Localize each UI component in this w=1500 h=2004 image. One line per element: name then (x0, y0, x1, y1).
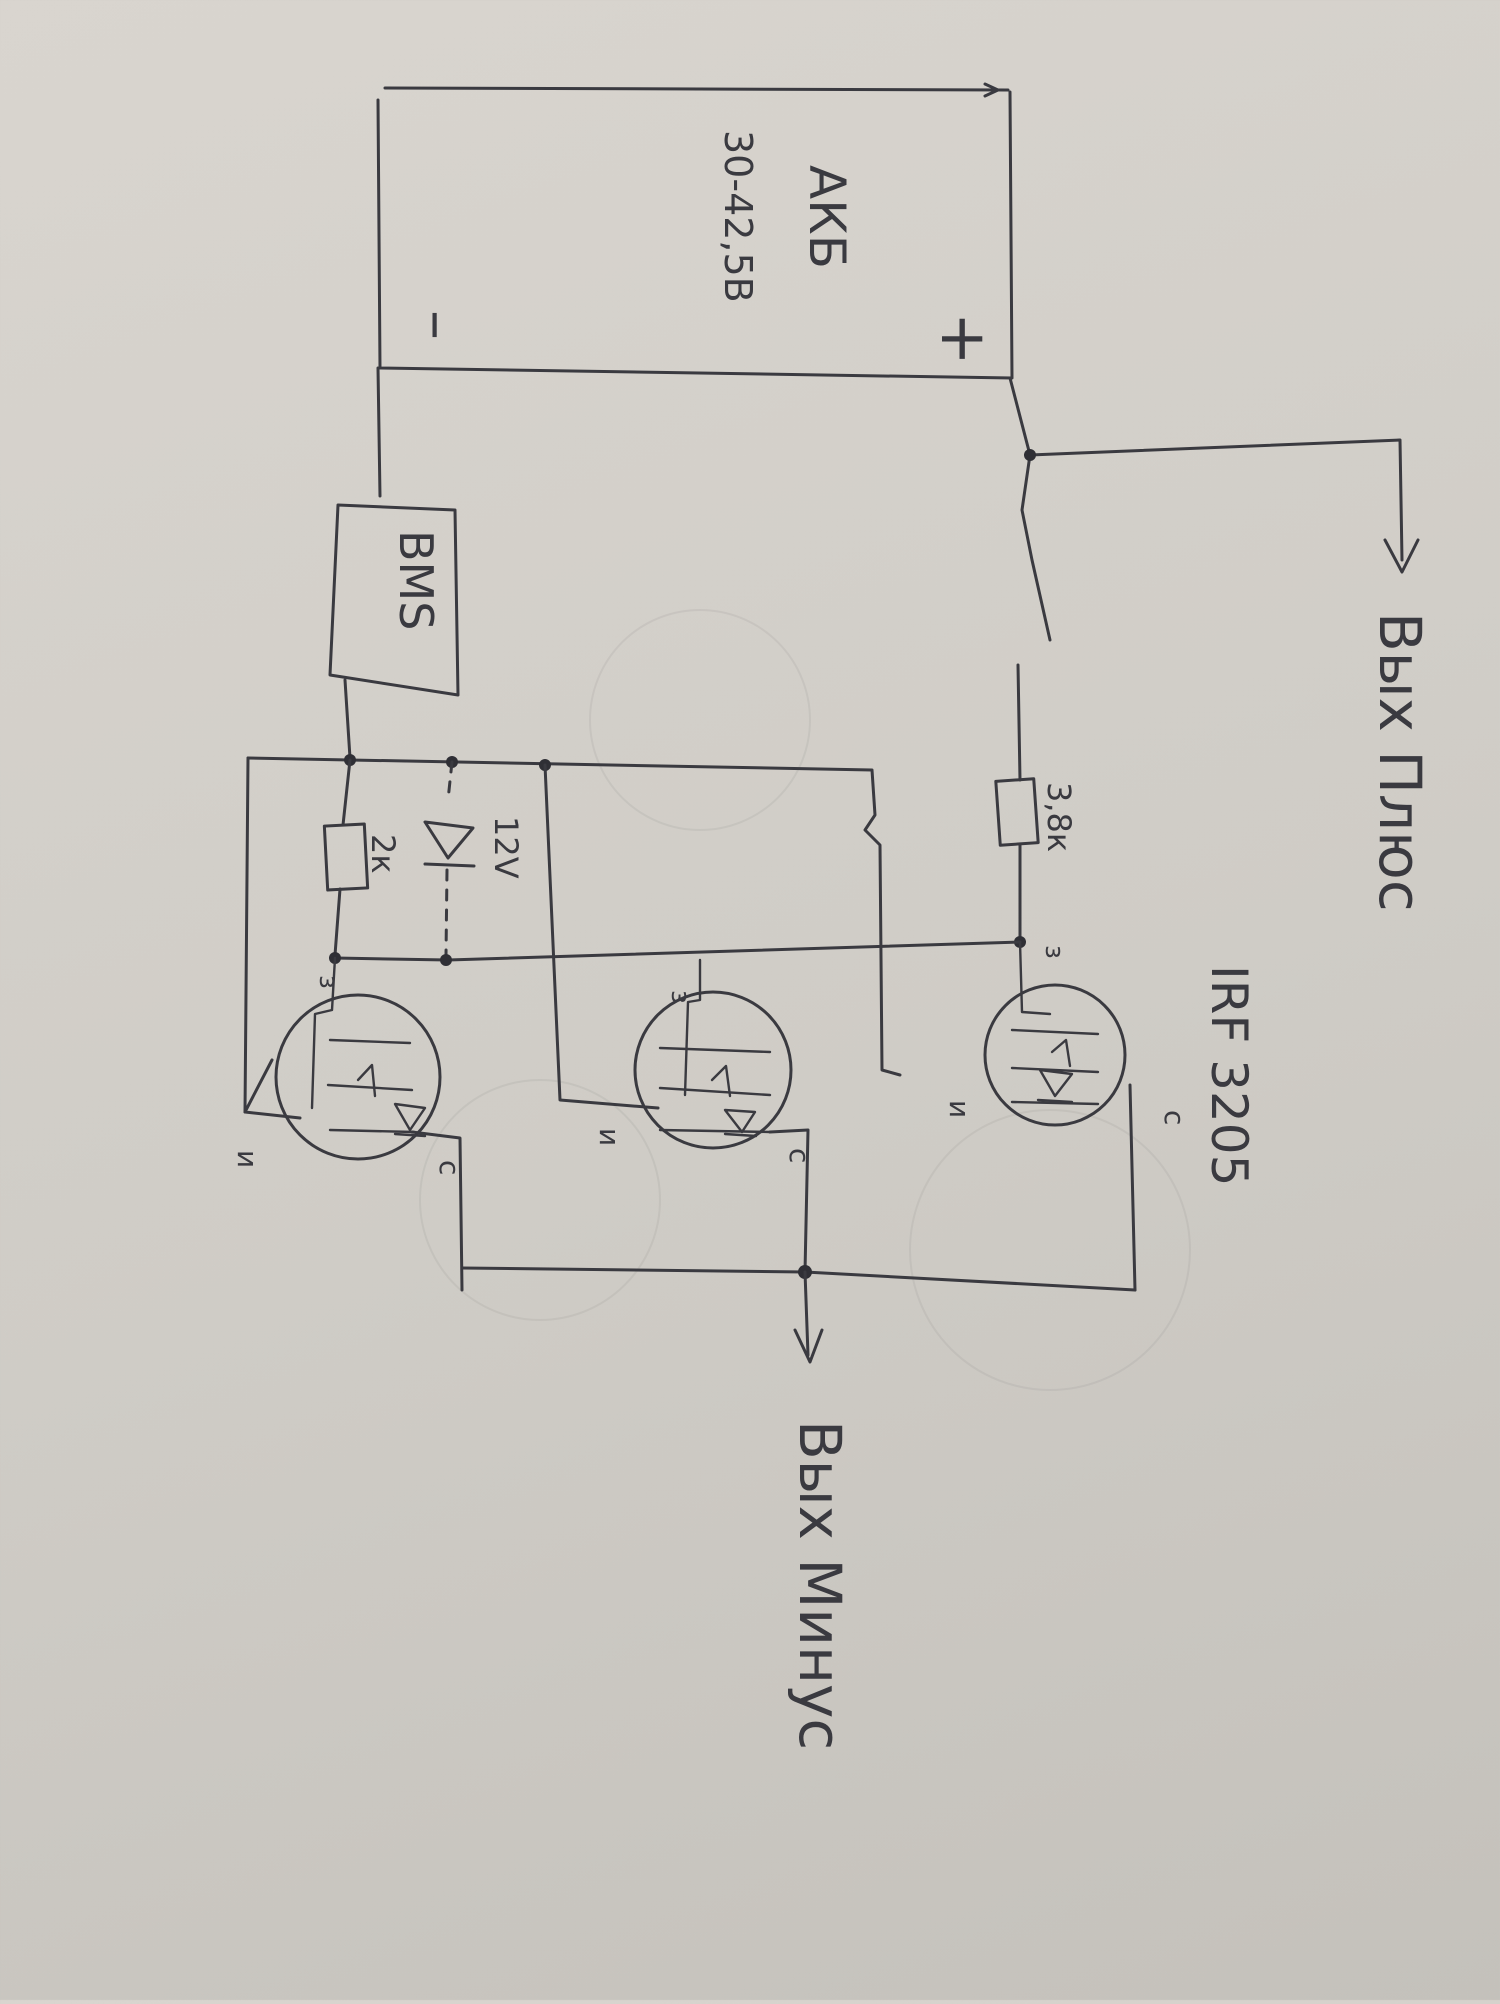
mosfet-middle-source (543, 763, 660, 1110)
output-minus-label: Вых Минус (786, 1420, 854, 1750)
negative-bus (246, 756, 902, 1077)
paper-texture (419, 609, 1191, 1391)
mosfet-left-source-pin: и (231, 1150, 264, 1168)
mosfet-left-gate-pin: з (313, 975, 343, 989)
resistor-top-label: 3,8к (1040, 782, 1078, 852)
plus-junction (1024, 449, 1036, 461)
zener-lead-top (446, 760, 454, 802)
battery-box (376, 86, 1014, 380)
mosfet-part-number: IRF 3205 (1200, 965, 1258, 1186)
mosfet-middle-source-pin: и (593, 1128, 626, 1146)
resistor-left-lead-bottom (333, 887, 342, 957)
mosfet-middle-gate-pin: з (665, 990, 695, 1004)
mosfet-middle: з и с (543, 763, 816, 1274)
mosfet-right: з и с (943, 940, 1191, 1292)
resistor-left-lead-top (341, 758, 352, 827)
plus-rail (1008, 376, 1052, 782)
mosfet-left-gate (310, 956, 337, 1110)
mosfet-middle-drain (768, 1128, 810, 1274)
resistor-top-body (994, 777, 1040, 847)
mosfet-right-drain-pin: с (1158, 1110, 1191, 1125)
bms-label: BMS (389, 530, 443, 630)
mosfet-right-arrow (1050, 1038, 1072, 1068)
mosfet-middle-channel (658, 1046, 772, 1134)
resistor-left-label: 2к (364, 834, 402, 874)
mosfet-left-body (274, 993, 442, 1161)
mosfet-right-source-pin: и (943, 1100, 976, 1118)
mosfet-left-source (243, 1058, 302, 1120)
battery: АКБ 30-42,5В – + (376, 82, 1014, 380)
zener-gate-junction (440, 954, 452, 966)
plus-output-wire (1028, 438, 1404, 562)
zener-body (423, 820, 476, 868)
minus-output-arrow (793, 1328, 824, 1364)
mosfet-middle-diode (723, 1108, 758, 1138)
battery-arrow-tick (983, 82, 1000, 98)
minus-output-wire (803, 1270, 810, 1357)
mosfet-right-gate-pin: з (1039, 945, 1069, 959)
zener-diode: 12V (423, 760, 525, 957)
mosfet-middle-drain-pin: с (783, 1148, 816, 1163)
mosfet-left: з и с (231, 956, 466, 1292)
bms-lead-bottom (343, 678, 352, 760)
bms: BMS (328, 366, 460, 697)
battery-name: АКБ (798, 165, 856, 269)
mosfet-left-drain-pin: с (433, 1160, 466, 1175)
gate-net (333, 940, 1022, 962)
mosfet-right-gate (1018, 940, 1052, 1016)
battery-minus-sign: – (403, 310, 473, 340)
mosfet-left-arrow (356, 1063, 377, 1098)
mosfet-right-diode (1036, 1068, 1074, 1104)
mosfet-left-diode (393, 1102, 427, 1138)
left-frame-wire (243, 756, 250, 1114)
mosfet-left-drain (410, 1130, 464, 1292)
resistor-top: 3,8к (994, 777, 1078, 852)
mosfet-right-body (983, 983, 1127, 1127)
mosfet-middle-body (633, 990, 793, 1150)
bms-box (328, 503, 460, 697)
plus-output-arrow (1383, 538, 1420, 574)
output-plus-label: Вых Плюс (1366, 612, 1434, 912)
mosfet-left-channel (326, 1038, 416, 1134)
resistor-left-body (322, 822, 370, 892)
mosfet-middle-arrow (710, 1064, 732, 1098)
zener-lead-bottom (444, 868, 449, 957)
mosfet-right-drain (1128, 1083, 1137, 1292)
battery-voltage: 30-42,5В (716, 130, 760, 303)
zener-label: 12V (487, 816, 525, 879)
resistor-left: 2к (322, 758, 402, 957)
bms-lead-top (376, 366, 382, 498)
mosfet-middle-gate (683, 958, 702, 1097)
mosfet-right-channel (1010, 1028, 1100, 1106)
battery-plus-sign: + (926, 312, 1000, 366)
